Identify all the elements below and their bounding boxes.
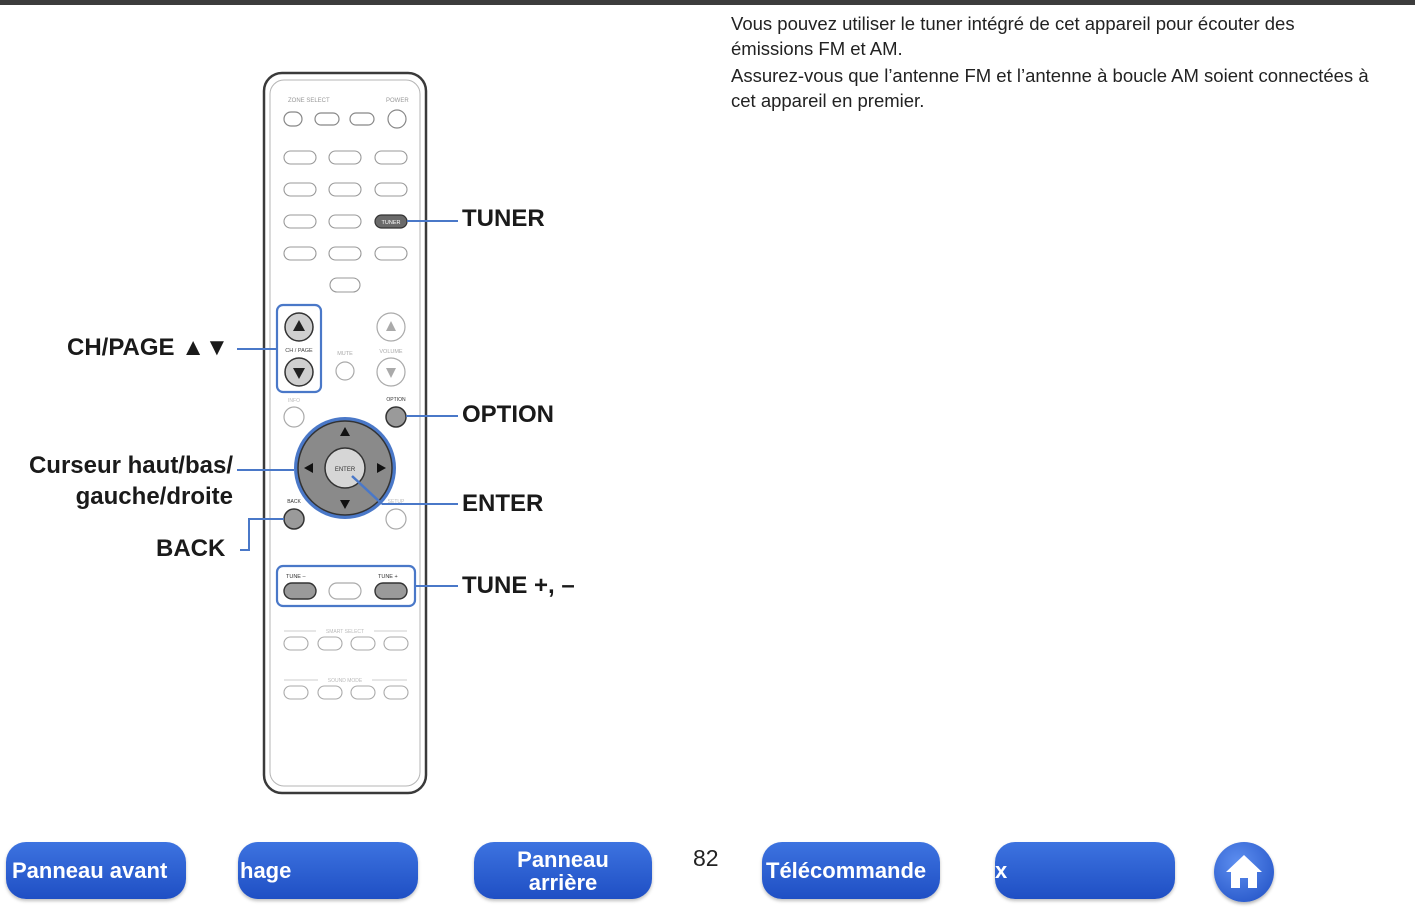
callout-tuner: TUNER xyxy=(462,205,545,232)
tune-minus-button xyxy=(283,582,317,600)
cursor-left-arrow xyxy=(304,463,313,473)
callout-cursor: Curseur haut/bas/ gauche/droite xyxy=(10,452,233,511)
setup-button xyxy=(385,508,407,530)
home-button[interactable] xyxy=(1214,842,1274,902)
button-row-1 xyxy=(283,109,407,129)
front-panel-button[interactable]: Panneau avant xyxy=(6,842,186,899)
label-zone-select: ZONE SELECT xyxy=(288,98,330,104)
enter-label: ENTER xyxy=(335,467,356,473)
rear-panel-button[interactable]: Panneau arrière xyxy=(474,842,652,899)
callout-option: OPTION xyxy=(462,401,555,428)
back-button xyxy=(283,508,305,530)
intro-line-1: Vous pouvez utiliser le tuner intégré de… xyxy=(731,13,1295,59)
play-pause-button xyxy=(328,582,362,600)
info-button xyxy=(283,406,305,428)
tune-plus-button xyxy=(374,582,408,600)
callout-cursor-line-2: gauche/droite xyxy=(75,483,233,510)
intro-line-2: Assurez-vous que l’antenne FM et l’anten… xyxy=(731,65,1369,111)
sound-mode-buttons xyxy=(283,685,409,700)
label-option: OPTION xyxy=(386,397,406,403)
index-label: x xyxy=(995,857,1008,883)
front-panel-label: Panneau avant xyxy=(12,857,168,883)
label-info: INFO xyxy=(288,398,300,404)
label-setup: SETUP xyxy=(388,499,405,505)
remote-inner-outline xyxy=(269,79,421,787)
mute-button xyxy=(335,361,355,381)
rear-panel-label-1: Panneau xyxy=(517,846,609,872)
top-divider xyxy=(0,0,1415,5)
callout-cursor-line-1: Curseur haut/bas/ xyxy=(28,452,233,479)
label-power: POWER xyxy=(386,98,409,104)
cursor-down-arrow xyxy=(340,500,350,509)
cursor-up-arrow xyxy=(340,427,350,436)
display-button[interactable]: hage xyxy=(238,842,418,899)
label-back: BACK xyxy=(287,499,301,505)
label-tune-minus: TUNE – xyxy=(286,574,307,580)
source-buttons xyxy=(283,150,408,293)
page-number: 82 xyxy=(693,845,719,871)
remote-control-button[interactable]: Télécommande xyxy=(762,842,940,899)
cursor-right-arrow xyxy=(377,463,386,473)
back-leader xyxy=(240,518,284,551)
ch-down-arrow xyxy=(293,368,305,379)
callout-back: BACK xyxy=(156,535,226,562)
smart-select-buttons xyxy=(283,636,409,651)
label-ch-page: CH / PAGE xyxy=(285,348,313,354)
label-mute: MUTE xyxy=(337,351,353,357)
ch-up-arrow xyxy=(293,320,305,331)
rear-panel-label-2: arrière xyxy=(528,869,598,895)
callout-tune: TUNE +, – xyxy=(462,572,575,599)
label-volume: VOLUME xyxy=(379,349,403,355)
label-sound-mode: SOUND MODE xyxy=(328,678,363,684)
label-smart-select: SMART SELECT xyxy=(326,629,364,635)
index-button[interactable]: x xyxy=(995,842,1175,899)
enter-leader-a xyxy=(351,475,383,505)
tuner-button-label: TUNER xyxy=(382,220,401,226)
callout-enter: ENTER xyxy=(462,490,544,517)
callout-ch-page: CH/PAGE ▲▼ xyxy=(67,334,229,361)
remote-control-label: Télécommande xyxy=(766,857,927,883)
intro-text: Vous pouvez utiliser le tuner intégré de… xyxy=(731,11,1381,113)
label-tune-plus: TUNE + xyxy=(378,574,398,580)
home-icon xyxy=(1226,855,1262,888)
option-button xyxy=(385,406,407,428)
display-label: hage xyxy=(240,857,292,883)
